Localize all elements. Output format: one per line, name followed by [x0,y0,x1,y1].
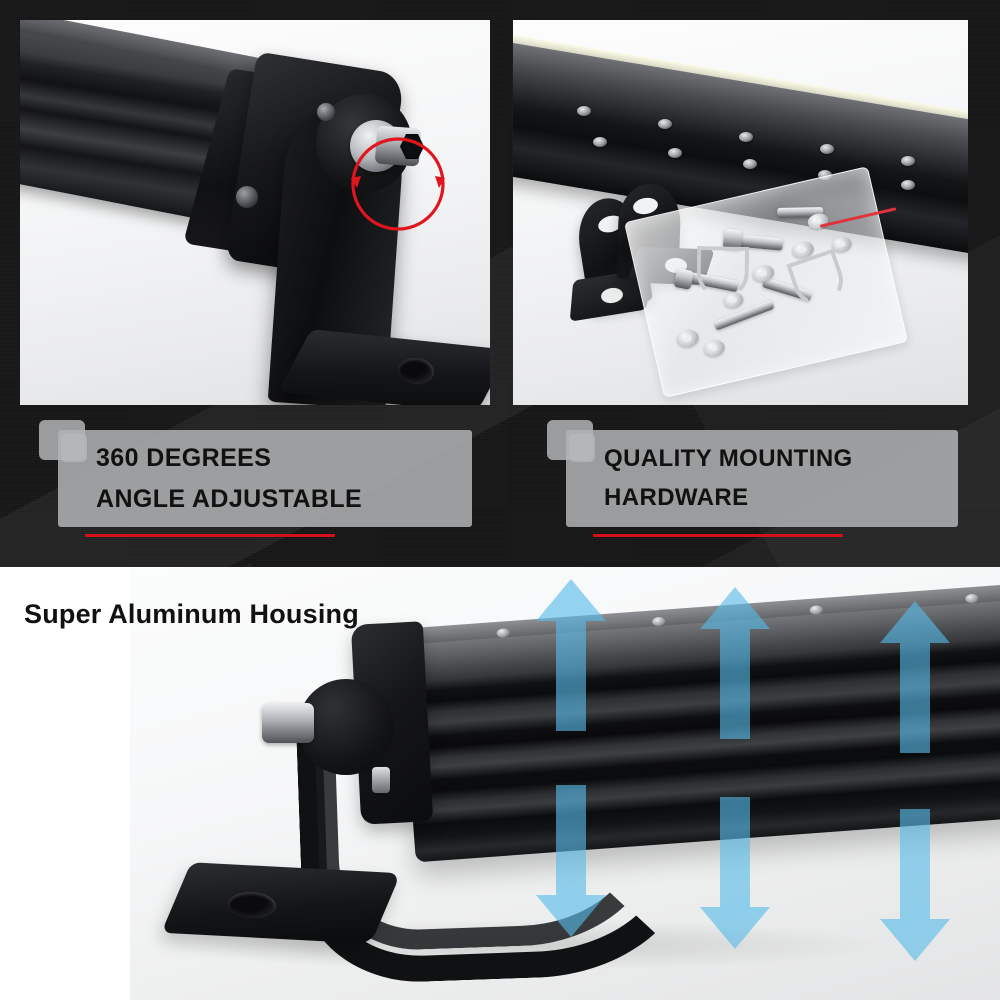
caption-line-2: ANGLE ADJUSTABLE [96,484,363,513]
bottom-section: Super Aluminum Housing [0,567,1000,1000]
photo-mounting-hardware [513,20,968,405]
rotation-arrow-icon [346,132,450,236]
caption-360-degrees: 360 DEGREES ANGLE ADJUSTABLE [58,430,472,527]
housing-screw-icon [236,186,258,208]
heat-arrow-down-3 [880,809,950,961]
caption-line-1: 360 DEGREES [96,444,272,472]
housing-screw-icon [372,767,390,793]
caption-line-2: HARDWARE [604,483,749,511]
mounting-bracket-foot [161,862,401,944]
top-section: 360 DEGREES ANGLE ADJUSTABLE QUALITY MOU… [0,0,1000,567]
heat-arrow-up-2 [700,587,770,739]
heat-arrow-down-1 [536,785,606,937]
photo-360-degrees [20,20,490,405]
heat-arrow-down-2 [700,797,770,949]
caption-quality-mounting: QUALITY MOUNTING HARDWARE [566,430,958,527]
section-heading: Super Aluminum Housing [24,599,359,629]
adjustment-knob [262,703,314,743]
pivot-boss [298,679,394,775]
caption-underline [593,534,843,537]
housing-screw-icon [317,103,335,121]
heat-arrow-up-1 [536,579,606,731]
caption-line-1: QUALITY MOUNTING [604,444,853,472]
caption-underline [85,534,335,537]
heat-arrow-up-3 [880,601,950,753]
